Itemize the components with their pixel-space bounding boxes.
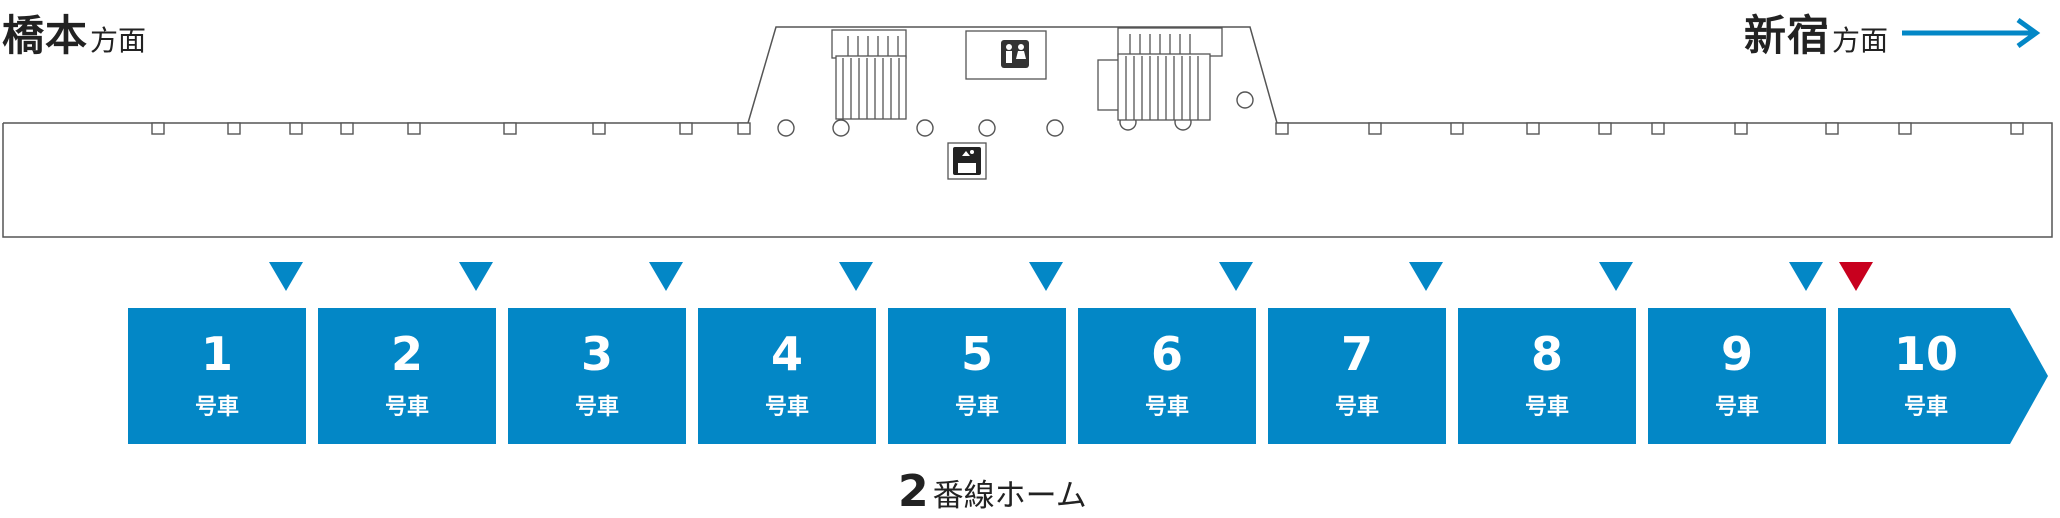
pillar <box>737 122 751 135</box>
track-number: 2 <box>898 466 929 517</box>
door-position-marker <box>1789 262 1823 291</box>
car-3: 3 号車 <box>508 308 686 444</box>
car-label: 号車 <box>954 395 999 420</box>
column <box>916 119 934 137</box>
car-number: 8 <box>1530 327 1563 381</box>
pillar-group <box>151 122 2024 135</box>
pillar <box>1598 122 1612 135</box>
car-number: 2 <box>390 327 423 381</box>
column <box>777 119 795 137</box>
column <box>978 119 996 137</box>
pillar <box>340 122 354 135</box>
car-5: 5 号車 <box>888 308 1066 444</box>
pillar <box>151 122 165 135</box>
right-arrow-icon <box>1902 17 2041 48</box>
direction-shinjuku: 新宿 方面 <box>1744 2 2042 63</box>
car-number: 9 <box>1720 327 1753 381</box>
pillar <box>1825 122 1839 135</box>
column <box>1046 119 1064 137</box>
direction-name: 橋本 <box>2 11 89 60</box>
car-number: 10 <box>1893 327 1958 381</box>
pillar <box>679 122 693 135</box>
car-9: 9 号車 <box>1648 308 1826 444</box>
car-number: 5 <box>960 327 993 381</box>
direction-hashimoto: 橋本 方面 <box>2 2 146 63</box>
door-position-marker <box>1409 262 1443 291</box>
door-position-marker <box>1219 262 1253 291</box>
elevator-icon <box>947 142 987 180</box>
car-number: 4 <box>770 327 803 381</box>
car-label: 号車 <box>574 395 619 420</box>
car-number: 6 <box>1150 327 1183 381</box>
pillar <box>2010 122 2024 135</box>
car-number: 3 <box>580 327 613 381</box>
platform-suffix: 番線ホーム <box>932 478 1087 514</box>
car-2: 2 号車 <box>318 308 496 444</box>
door-position-marker <box>649 262 683 291</box>
direction-suffix: 方面 <box>90 24 147 57</box>
pillar <box>227 122 241 135</box>
door-position-marker <box>1029 262 1063 291</box>
car-label: 号車 <box>1903 395 1948 420</box>
car-4: 4 号車 <box>698 308 876 444</box>
car-label: 号車 <box>1524 395 1569 420</box>
direction-name: 新宿 <box>1743 11 1830 60</box>
platform-title: 2 番線ホーム <box>898 466 1087 517</box>
direction-suffix: 方面 <box>1831 24 1888 57</box>
door-position-marker <box>1599 262 1633 291</box>
pillar <box>289 122 303 135</box>
door-position-marker <box>269 262 303 291</box>
pillar <box>1450 122 1464 135</box>
car-label: 号車 <box>194 395 239 420</box>
pillar <box>1275 122 1289 135</box>
car-8: 8 号車 <box>1458 308 1636 444</box>
car-number: 1 <box>200 327 233 381</box>
door-position-marker <box>839 262 873 291</box>
pillar <box>1651 122 1665 135</box>
pillar <box>592 122 606 135</box>
car-10: 10 号車 <box>1838 308 2048 444</box>
car-label: 号車 <box>1714 395 1759 420</box>
pillar <box>1734 122 1748 135</box>
stairs-icon <box>831 29 907 120</box>
car-7: 7 号車 <box>1268 308 1446 444</box>
car-label: 号車 <box>764 395 809 420</box>
pillar <box>407 122 421 135</box>
column <box>832 119 850 137</box>
car-1: 1 号車 <box>128 308 306 444</box>
pillar <box>1526 122 1540 135</box>
column <box>1236 91 1254 109</box>
car-6: 6 号車 <box>1078 308 1256 444</box>
car-label: 号車 <box>1334 395 1379 420</box>
restroom-icon <box>965 30 1047 80</box>
escalator-icon <box>1097 27 1223 121</box>
car-label: 号車 <box>1144 395 1189 420</box>
pillar <box>503 122 517 135</box>
car-label: 号車 <box>384 395 429 420</box>
car-number: 7 <box>1340 327 1373 381</box>
stair-position-marker <box>1839 262 1873 291</box>
pillar <box>1368 122 1382 135</box>
platform-map <box>2 26 2053 238</box>
door-position-marker <box>459 262 493 291</box>
pillar <box>1898 122 1912 135</box>
